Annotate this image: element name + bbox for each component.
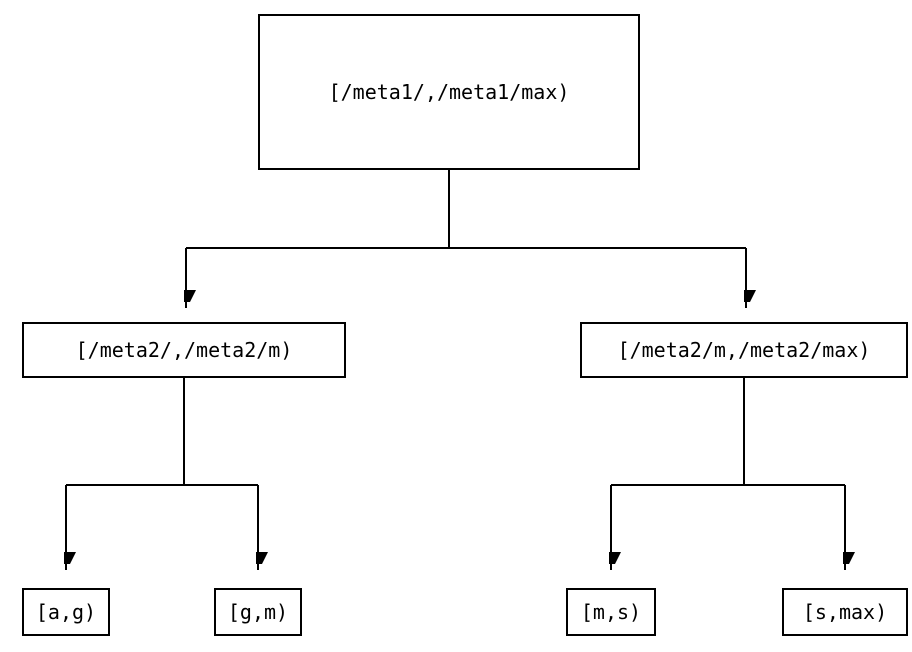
node-leaf-m-s: [m,s) (566, 588, 656, 636)
node-label: [/meta2/,/meta2/m) (75, 338, 293, 362)
node-root-meta1-range: [/meta1/,/meta1/max) (258, 14, 640, 170)
node-label: [g,m) (227, 600, 289, 624)
node-label: [s,max) (802, 600, 888, 624)
node-label: [/meta2/m,/meta2/max) (617, 338, 871, 362)
node-leaf-g-m: [g,m) (214, 588, 302, 636)
node-leaf-a-g: [a,g) (22, 588, 110, 636)
node-meta2-lower-range: [/meta2/,/meta2/m) (22, 322, 346, 378)
node-label: [m,s) (580, 600, 642, 624)
node-leaf-s-max: [s,max) (782, 588, 908, 636)
node-label: [a,g) (35, 600, 97, 624)
node-label: [/meta1/,/meta1/max) (328, 80, 570, 104)
node-meta2-upper-range: [/meta2/m,/meta2/max) (580, 322, 908, 378)
